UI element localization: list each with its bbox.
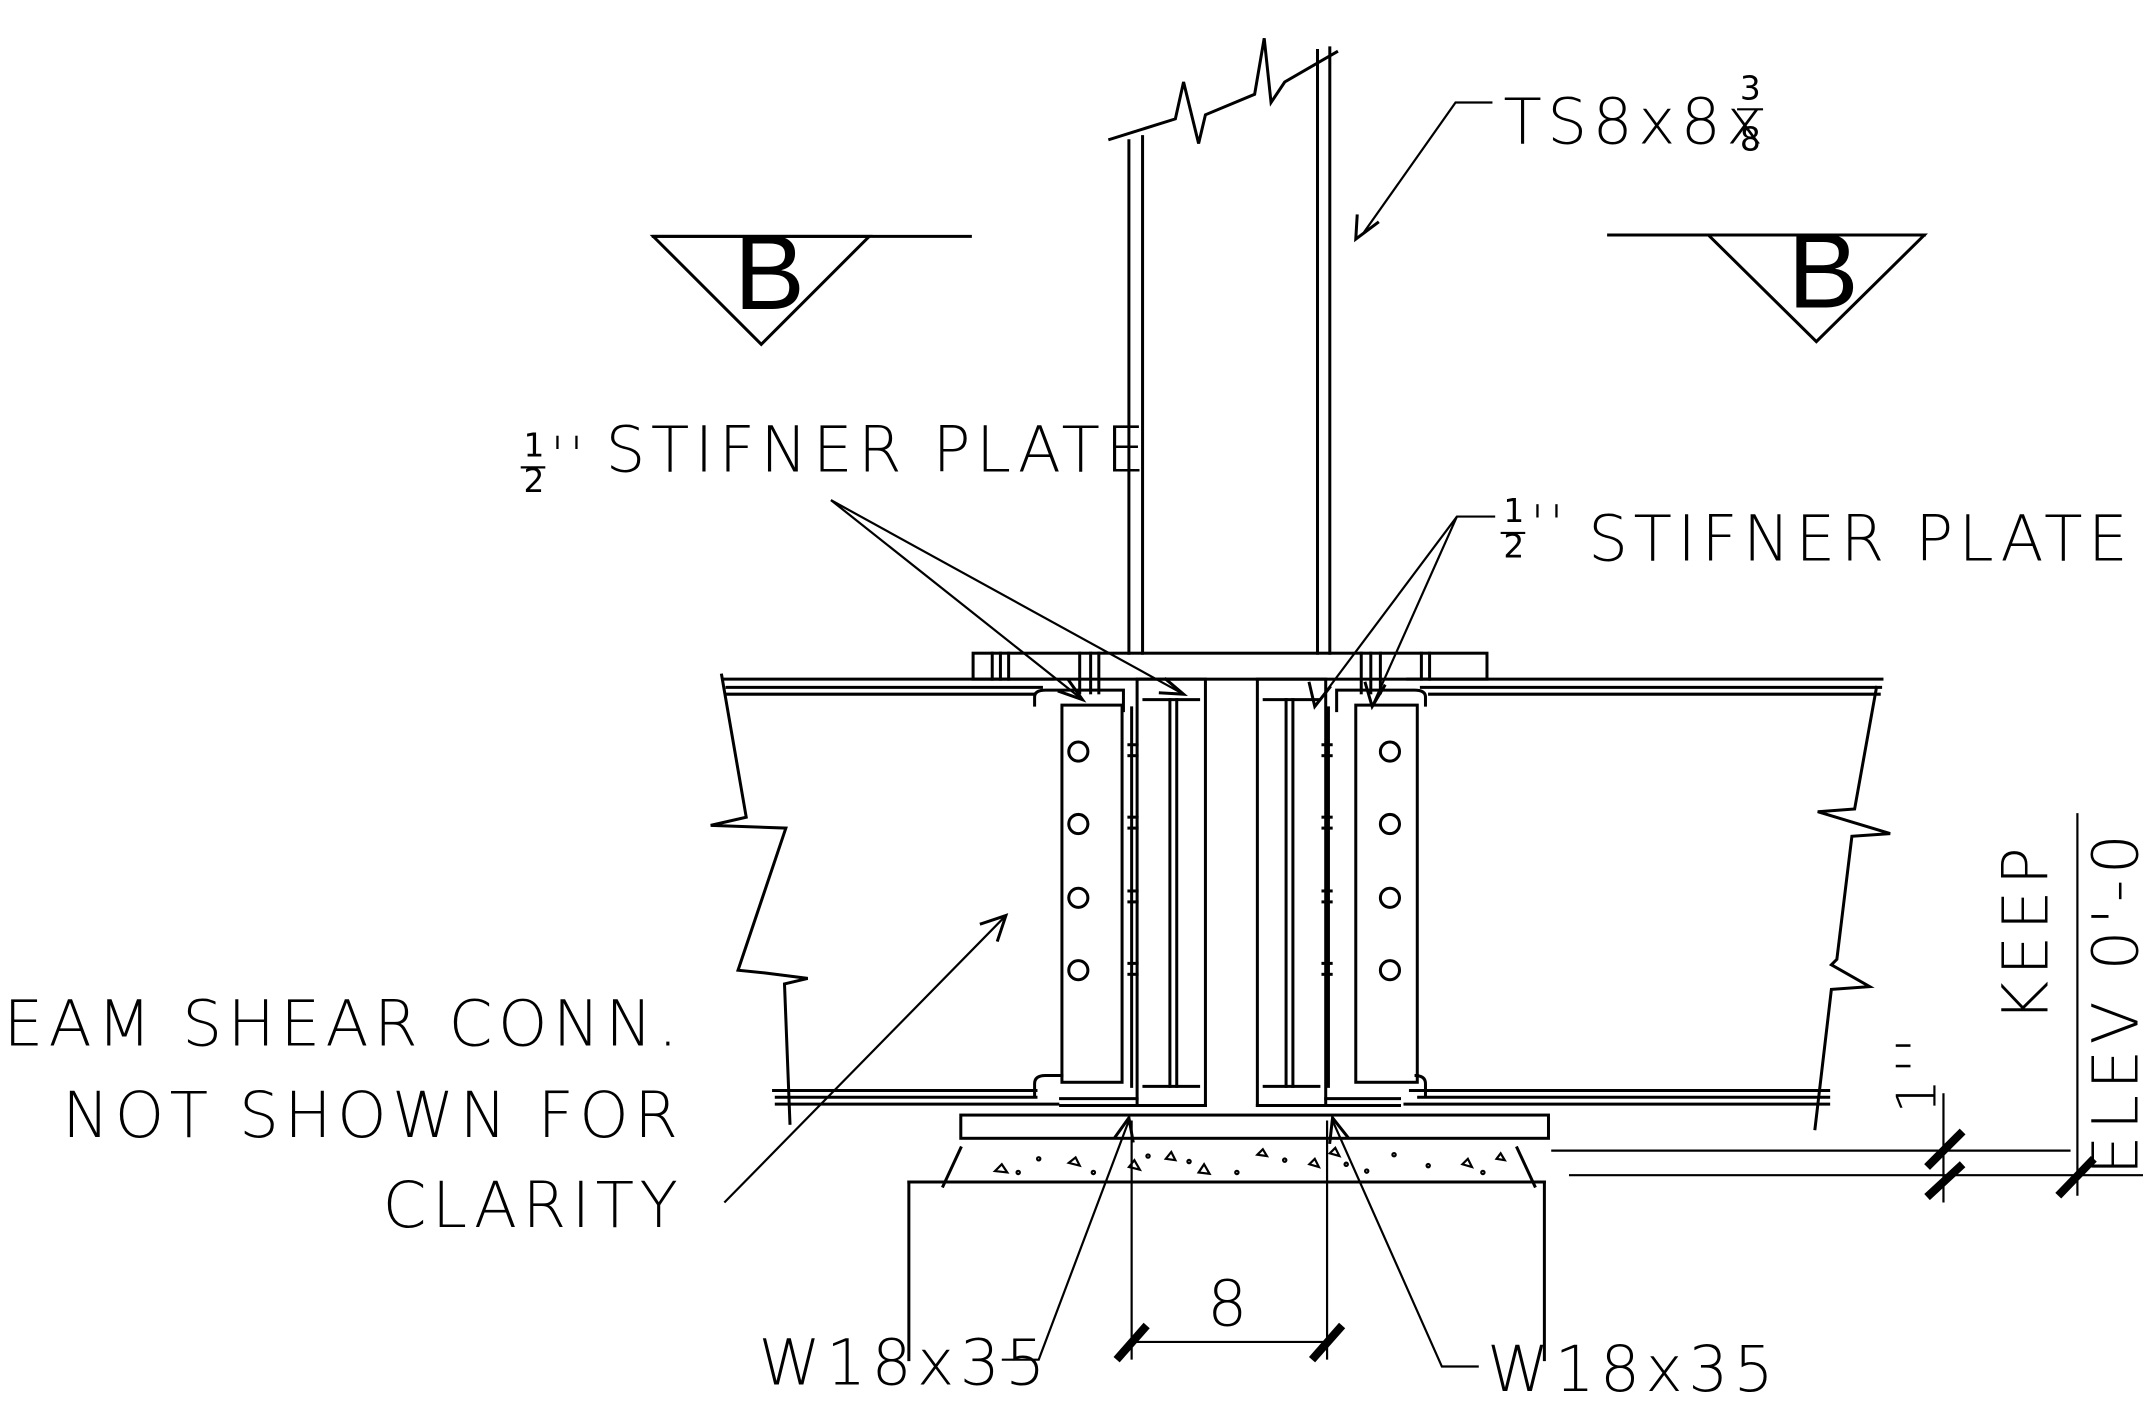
svg-text:8: 8 [1740,120,1761,158]
elevation-label: ELEV 0'-0 [2080,829,2143,1176]
beam-shear-note: BEAM SHEAR CONN. NOT SHOWN FOR CLARITY [0,913,1009,1242]
beam-left [710,673,1060,1125]
dimension-8: 8 [1113,1120,1346,1363]
elevation-dimensions: 1'' KEEP ELEV 0'-0 [1551,813,2143,1203]
svg-text:CLARITY: CLARITY [383,1169,684,1242]
bolts-left [1067,740,1090,982]
svg-text:B: B [734,213,805,332]
w18-callout-left: W18x35 [759,1114,1135,1399]
column-callout: TS8x8x 3 8 [1354,70,1769,243]
svg-text:1: 1 [523,426,544,464]
web-bolt-marks [1127,743,1333,976]
bolt [1067,959,1090,982]
grout-pad [907,1145,1546,1362]
section-marker-right: B [1607,211,1928,344]
cap-plate [971,651,1489,695]
svg-text:BEAM SHEAR CONN.: BEAM SHEAR CONN. [0,987,683,1060]
beam-right [1403,677,1891,1131]
svg-text:STIFNER PLATE: STIFNER PLATE [605,413,1150,486]
w18-callout-right: W18x35 [1328,1113,1779,1406]
section-marker-left: B [649,213,972,347]
one-inch-label: 1'' [1884,1032,1948,1113]
svg-text:2: 2 [1503,528,1524,566]
bolt [1067,812,1090,836]
bolt [1067,740,1090,763]
bearing-plate [959,1113,1550,1140]
svg-text:3: 3 [1740,70,1761,108]
svg-text:2: 2 [523,462,544,500]
beam-left-break-line [710,673,809,1125]
bolt [1378,812,1402,836]
beam-left-label: W18x35 [759,1326,1051,1399]
bolt [1378,886,1402,909]
beam-right-label: W18x35 [1487,1333,1779,1406]
bolt [1378,959,1402,982]
column-break-line [1107,38,1339,144]
svg-text:NOT SHOWN FOR: NOT SHOWN FOR [62,1079,683,1152]
svg-text:STIFNER PLATE: STIFNER PLATE [1588,502,2133,575]
steel-column [1107,38,1339,655]
grout-hatch [992,1146,1507,1176]
svg-text:1: 1 [1503,492,1524,530]
bolt [1378,740,1402,763]
svg-text:'': '' [1531,494,1569,552]
stiffener-callout-left: 1 2 '' STIFNER PLATE [520,413,1188,703]
keep-label: KEEP [1989,842,2062,1022]
clip-angle-left [1033,688,1134,1098]
svg-text:B: B [1788,211,1859,330]
stiffener-callout-right: 1 2 '' STIFNER PLATE [1307,492,2133,711]
bolts-right [1378,740,1402,982]
clip-angle-right [1326,688,1427,1098]
column-size-label: TS8x8x [1503,85,1769,158]
beam-right-break-line [1813,685,1891,1131]
dimension-8-label: 8 [1207,1268,1252,1341]
bolt [1067,886,1090,909]
svg-text:'': '' [551,425,589,483]
